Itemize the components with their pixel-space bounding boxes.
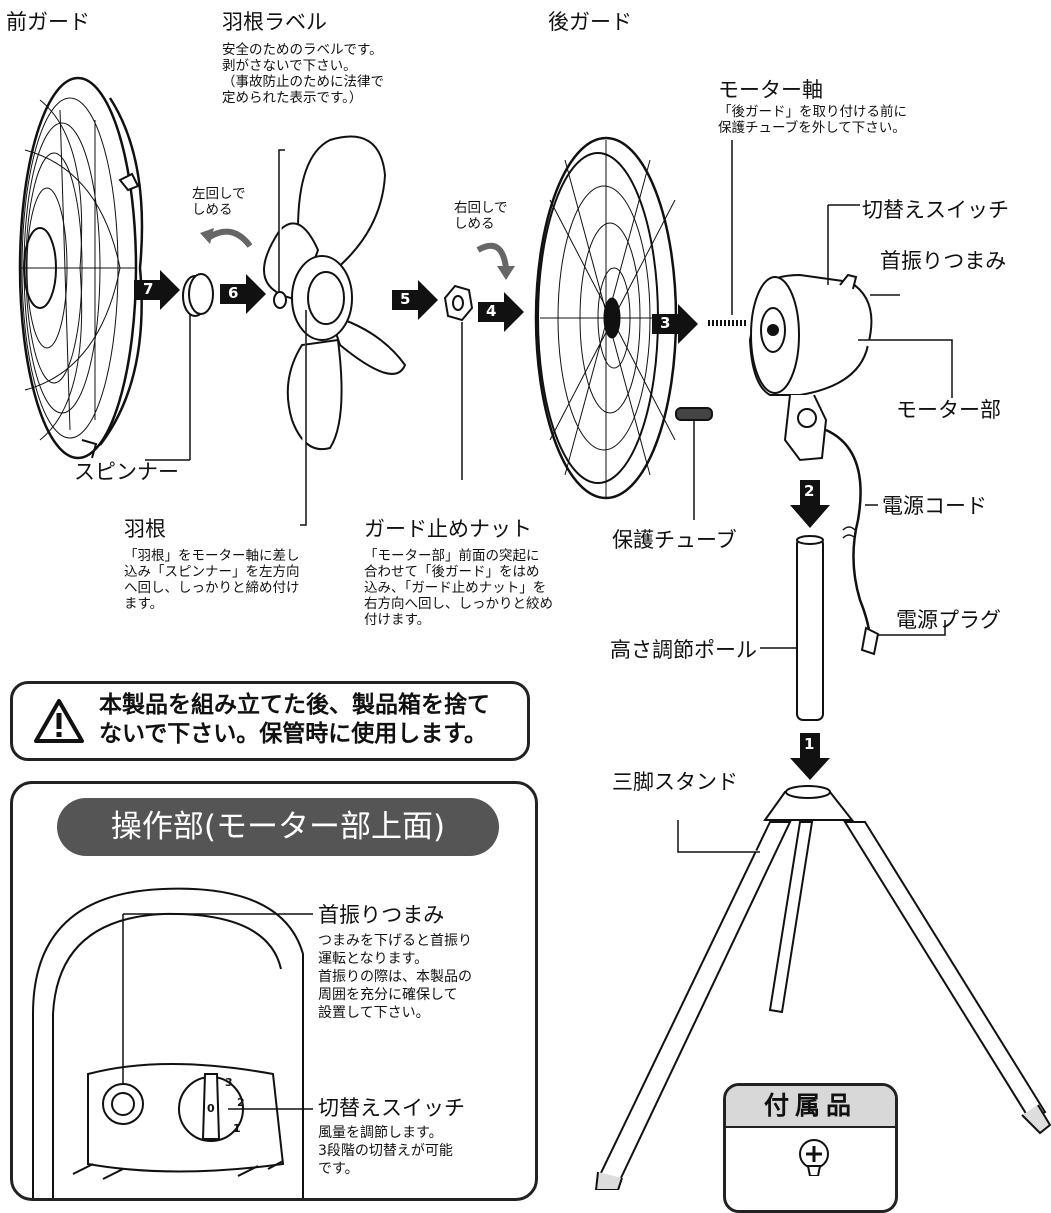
motor-unit-label: モーター部: [896, 398, 1001, 422]
note-line: 込み、「ガード止めナット」を: [364, 580, 547, 596]
note-line: 剥がさないで下さい。: [222, 58, 357, 74]
protective-tube-label: 保護チューブ: [612, 528, 737, 552]
blade-part-label: 羽根: [124, 517, 166, 541]
step-arrow-5: [392, 280, 438, 320]
guard-nut-drawing: [443, 284, 474, 480]
warning-triangle-icon: [34, 699, 84, 743]
motor-shaft-label: モーター軸: [718, 78, 823, 102]
note-line: 左回しで: [192, 186, 246, 202]
note-line: 付けます。: [364, 612, 431, 628]
guard-nut-label: ガード止めナット: [364, 517, 532, 541]
note-line: 込み「スピンナー」を左方向: [124, 564, 300, 580]
panel-knob-note: つまみを下げると首振り 運転となります。 首振りの際は、本製品の 周囲を充分に確…: [318, 932, 472, 1022]
accessories-box: 付属品: [723, 1083, 898, 1213]
note-line: 首振りの際は、本製品の: [318, 969, 472, 985]
note-line: へ回し、しっかりと締め付け: [124, 580, 300, 596]
note-line: 保護チューブを外して下さい。: [718, 120, 906, 136]
rear-guard-label: 後ガード: [548, 10, 632, 34]
spinner-drawing: [145, 273, 214, 461]
guard-nut-note: 「モーター部」前面の突起に 合わせて「後ガード」をはめ 込み、「ガード止めナット…: [364, 548, 553, 628]
cw-arrow-icon: [476, 242, 509, 269]
protective-tube-drawing: [675, 407, 713, 520]
step-arrow-6: [220, 274, 266, 314]
step-number-4: 4: [486, 302, 497, 320]
note-line: 風量を調節します。: [318, 1125, 443, 1141]
height-pole-drawing: [760, 535, 824, 721]
warning-line: ないで下さい。保管時に使用します。: [99, 721, 488, 747]
step-number-5: 5: [400, 290, 411, 308]
control-panel-box: 操作部(モーター部上面) 0 1 2 3 首振りつまみ つまみを下げると首振り …: [10, 781, 538, 1201]
oscillation-knob-label: 首振りつまみ: [880, 249, 1007, 273]
step-arrow-2: [790, 480, 830, 528]
turn-right-note: 右回しで しめる: [454, 200, 508, 232]
panel-title: 操作部(モーター部上面): [57, 798, 499, 856]
dial-mark-2: 2: [237, 1096, 245, 1109]
step-number-1: 1: [804, 735, 815, 753]
note-line: 「羽根」をモーター軸に差し: [124, 548, 300, 564]
note-line: 「モーター部」前面の突起に: [364, 548, 540, 564]
step-number-7: 7: [143, 280, 154, 298]
tripod-drawing: [594, 785, 1051, 1190]
blade-label-note: 安全のためのラベルです。 剥がさないで下さい。 （事故防止のために法律で 定めら…: [222, 42, 384, 106]
dial-mark-3: 3: [225, 1076, 233, 1089]
panel-switch-note: 風量を調節します。 3段階の切替えが可能 です。: [318, 1124, 453, 1178]
selector-switch-label: 切替えスイッチ: [862, 198, 1009, 222]
front-guard-drawing: [18, 76, 144, 460]
note-line: （事故防止のために法律で: [222, 74, 384, 90]
note-line: つまみを下げると首振り: [318, 933, 472, 949]
note-line: です。: [318, 1161, 359, 1177]
screw-icon: [799, 1139, 829, 1176]
step-arrow-1: [790, 733, 830, 780]
note-line: しめる: [454, 216, 495, 232]
warning-box: 本製品を組み立てた後、製品箱を捨て ないで下さい。保管時に使用します。: [10, 681, 530, 761]
motor-unit-drawing: [708, 140, 953, 656]
motor-top-drawing: [32, 887, 313, 1198]
note-line: 設置して下さい。: [318, 1005, 430, 1021]
accessories-title: 付属品: [726, 1086, 895, 1128]
note-line: 安全のためのラベルです。: [222, 42, 383, 58]
rear-guard-drawing: [534, 136, 678, 500]
panel-knob-title: 首振りつまみ: [318, 903, 445, 927]
note-line: 右回しで: [454, 200, 508, 216]
panel-switch-title: 切替えスイッチ: [318, 1096, 465, 1120]
spinner-label: スピンナー: [74, 460, 179, 484]
step-number-2: 2: [804, 482, 815, 500]
front-guard-label: 前ガード: [6, 10, 90, 34]
note-line: 周囲を充分に確保して: [318, 987, 458, 1003]
blade-label-label: 羽根ラベル: [222, 10, 327, 34]
turn-left-note: 左回しで しめる: [192, 186, 246, 218]
blade-note: 「羽根」をモーター軸に差し 込み「スピンナー」を左方向 へ回し、しっかりと締め付…: [124, 548, 300, 612]
note-line: 「後ガード」を取り付ける前に: [718, 104, 907, 120]
note-line: 定められた表示です。）: [222, 90, 363, 106]
step-number-3: 3: [660, 314, 671, 332]
dial-mark-0: 0: [207, 1102, 215, 1115]
note-line: ます。: [124, 596, 164, 612]
step-arrow-3: [652, 304, 698, 344]
step-arrow-4: [478, 292, 524, 332]
note-line: 運転となります。: [318, 951, 429, 967]
note-line: しめる: [192, 202, 233, 218]
tripod-stand-label: 三脚スタンド: [612, 770, 738, 794]
note-line: 3段階の切替えが可能: [318, 1143, 453, 1159]
dial-mark-1: 1: [233, 1122, 241, 1135]
power-plug-label: 電源プラグ: [896, 608, 1001, 632]
note-line: 右方向へ回し、しっかりと絞め: [364, 596, 553, 612]
ccw-arrow-icon: [206, 228, 253, 248]
power-cord-label: 電源コード: [882, 494, 987, 518]
step-number-6: 6: [228, 284, 239, 302]
motor-shaft-note: 「後ガード」を取り付ける前に 保護チューブを外して下さい。: [718, 104, 907, 136]
note-line: 合わせて「後ガード」をはめ: [364, 564, 540, 580]
step-arrow-7: [134, 270, 180, 310]
blade-drawing: [263, 135, 407, 526]
warning-line: 本製品を組み立てた後、製品箱を捨て: [99, 692, 490, 718]
height-pole-label: 高さ調節ポール: [610, 638, 757, 662]
